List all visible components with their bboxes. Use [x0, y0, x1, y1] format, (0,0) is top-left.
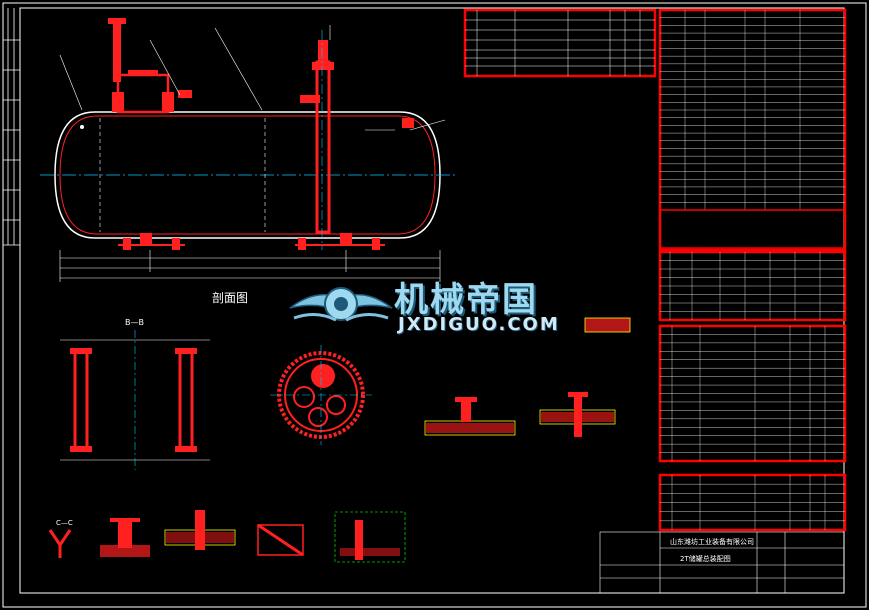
title-block-company: 山东潍坊工业装备有限公司	[670, 537, 754, 546]
detail-nozzle-1	[424, 397, 516, 436]
section-c-view: C—C	[48, 519, 73, 558]
section-b-view: B—B	[60, 318, 210, 470]
site-watermark: 机械帝国 JXDIGUO.COM	[286, 268, 586, 338]
bom-table	[658, 324, 847, 463]
left-strip	[3, 8, 20, 246]
watermark-en-text: JXDIGUO.COM	[398, 314, 560, 335]
saddle-right	[295, 233, 385, 250]
title-block	[599, 531, 845, 594]
top-parts-table	[463, 8, 657, 78]
bom-table-2	[658, 473, 847, 532]
detail-bottom-3	[257, 523, 304, 557]
detail-bottom-2	[164, 510, 236, 550]
gear-wings-logo-icon	[289, 287, 393, 322]
watermark-cn-text: 机械帝国	[394, 280, 538, 320]
flange-end-view	[270, 345, 372, 445]
detail-bottom-1	[100, 518, 150, 557]
vessel-shell	[54, 111, 441, 239]
section-c-label: C—C	[56, 519, 73, 527]
internal-pipe	[300, 30, 334, 250]
vessel-shell-inner	[59, 115, 436, 235]
detail-flange-3	[584, 317, 631, 333]
section-b-label: B—B	[125, 318, 144, 327]
detail-bottom-4	[334, 511, 406, 563]
saddle-left	[118, 233, 185, 250]
detail-nozzle-2	[539, 392, 616, 437]
vessel-section-view	[40, 18, 455, 282]
section-view-caption: 剖面图	[212, 291, 248, 305]
nozzle-table	[658, 250, 847, 322]
top-nozzle	[108, 18, 126, 82]
title-block-drawing-name: 2T储罐总装配图	[680, 554, 731, 563]
dimension-lines	[59, 25, 446, 282]
spec-table	[658, 8, 847, 252]
manhole-nozzle	[112, 70, 174, 114]
